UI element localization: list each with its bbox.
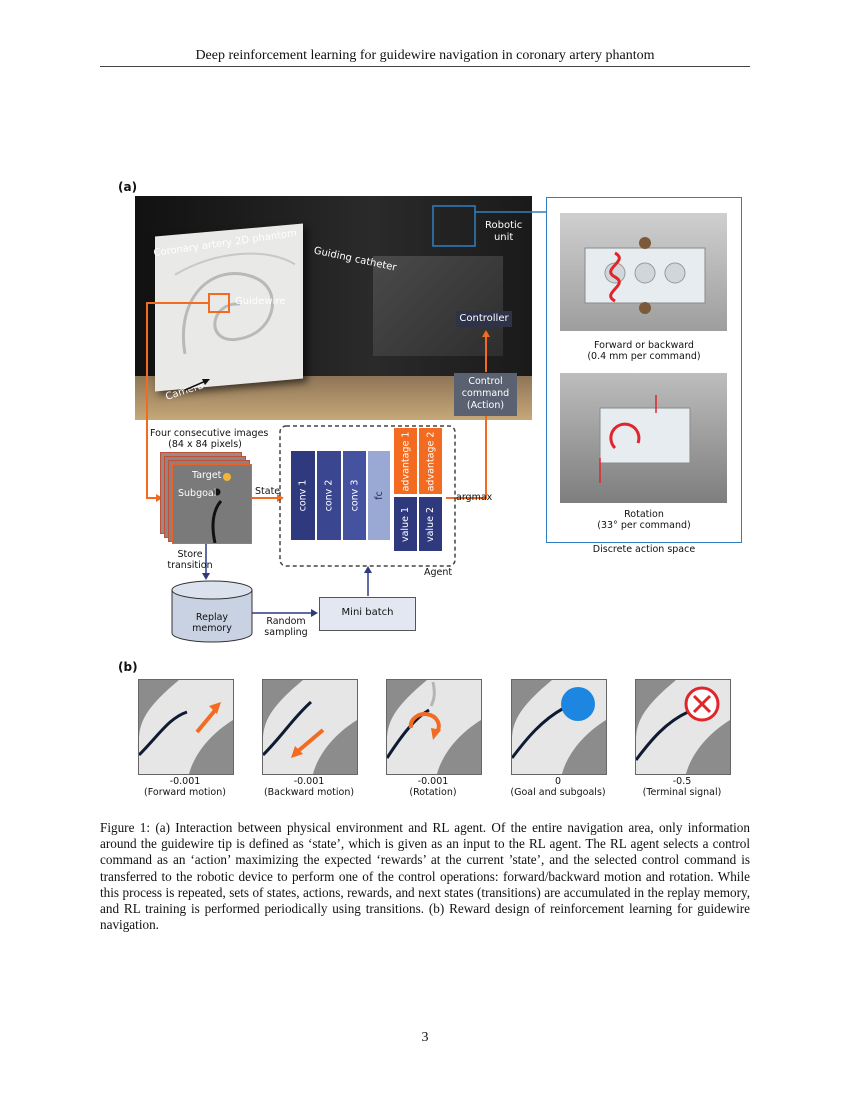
panel-a-label: (a): [118, 180, 138, 194]
subgoal-label: Subgoal: [178, 488, 217, 499]
arrow-up-right-icon: [139, 680, 233, 774]
robot-device: [373, 256, 503, 356]
reward-backward-desc: (Backward motion): [263, 787, 355, 798]
header-rule: [100, 66, 750, 67]
layer-value2: value 2: [419, 497, 442, 551]
layer-conv3: conv 3: [343, 451, 366, 540]
reward-forward-value: -0.001: [169, 776, 201, 787]
reward-tile-rotation: [386, 679, 482, 775]
reward-backward-value: -0.001: [293, 776, 325, 787]
rotation-drawing: [599, 395, 691, 483]
forward-photo: [560, 213, 727, 331]
phantom-board: [155, 223, 303, 392]
mini-batch-box: Mini batch: [319, 597, 416, 631]
action-space-panel: Forward or backward (0.4 mm per command)…: [546, 197, 742, 543]
layer-conv2: conv 2: [317, 451, 341, 540]
layer-conv1: conv 1: [291, 451, 315, 540]
controller-label: Controller: [456, 311, 512, 327]
input-images-title: Four consecutive images (84 x 84 pixels): [150, 428, 269, 450]
reward-tile-forward: [138, 679, 234, 775]
layer-advantage2: advantage 2: [419, 428, 442, 494]
figure-caption: Figure 1: (a) Interaction between physic…: [100, 820, 750, 933]
action-space-caption: Discrete action space: [592, 544, 696, 555]
state-label: State: [255, 486, 281, 497]
rotation-arrow-icon: [387, 680, 481, 774]
reward-terminal-desc: (Terminal signal): [642, 787, 722, 798]
reward-goal-desc: (Goal and subgoals): [510, 787, 606, 798]
reward-rotation-value: -0.001: [417, 776, 449, 787]
replay-memory-label: Replay memory: [192, 612, 232, 634]
argmax-label: argmax: [456, 492, 493, 503]
layer-advantage1: advantage 1: [394, 428, 417, 494]
reward-terminal-value: -0.5: [672, 776, 692, 787]
vessel-sketch: [174, 252, 296, 355]
reward-tile-goal: [511, 679, 607, 775]
reward-tile-terminal: [635, 679, 731, 775]
state-image: [211, 473, 231, 543]
layer-fc: fc: [368, 451, 390, 540]
goal-dot-icon: [512, 680, 606, 774]
page-number: 3: [421, 1030, 429, 1045]
forward-rollers-drawing: [584, 237, 706, 314]
reward-tile-backward: [262, 679, 358, 775]
control-command-box: Control command (Action): [454, 373, 517, 416]
rotation-label: Rotation (33° per command): [597, 509, 691, 531]
target-label: Target: [192, 470, 222, 481]
reward-rotation-desc: (Rotation): [409, 787, 457, 798]
agent-label: Agent: [424, 567, 453, 578]
rotation-photo: [560, 373, 727, 503]
state-image-stack: [160, 452, 252, 544]
guidewire-label: Guidewire: [235, 296, 286, 307]
reward-forward-desc: (Forward motion): [144, 787, 226, 798]
store-transition-label: Store transition: [167, 549, 213, 571]
state-frame-4: [172, 464, 252, 544]
reward-goal-value: 0: [554, 776, 562, 787]
layer-value1: value 1: [394, 497, 417, 551]
x-circle-icon: [636, 680, 730, 774]
panel-b-label: (b): [118, 660, 138, 674]
running-header: Deep reinforcement learning for guidewir…: [195, 48, 655, 63]
forward-backward-label: Forward or backward (0.4 mm per command): [587, 340, 701, 362]
arrow-down-left-icon: [263, 680, 357, 774]
random-sampling-label: Random sampling: [264, 616, 308, 638]
robotic-unit-label: Robotic unit: [485, 220, 523, 243]
